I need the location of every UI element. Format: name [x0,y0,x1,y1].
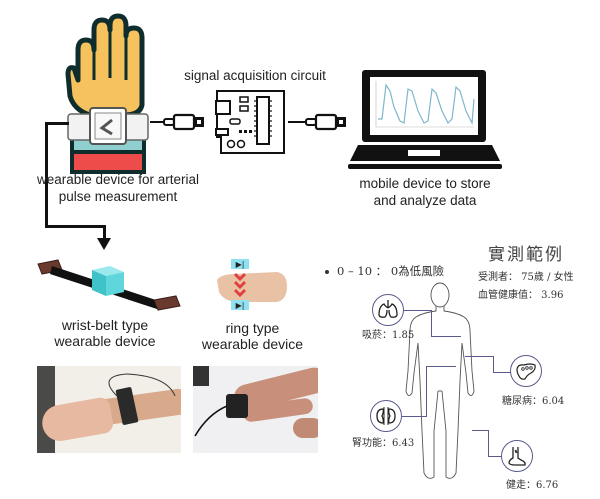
usb-cable-right-icon [288,113,346,131]
flow-line-top [45,122,69,125]
pulse-waveform [378,83,475,126]
wrist-belt-label-line2: wearable device [54,333,156,349]
kidneys-icon-circle [370,400,402,432]
pancreas-icon-circle [510,355,542,387]
mobile-label-line2: and analyze data [373,193,477,208]
lungs-icon-circle [372,294,404,326]
laptop-icon [348,70,502,169]
risk-scale-note: 0 – 10 ： 0為低風險 [337,264,445,278]
organ-label-pancreas: 糖尿病：6.04 [502,396,565,407]
circuit-board-icon [215,90,285,154]
organ-label-lungs: 吸菸：1.85 [362,330,415,341]
flow-line-bottom [45,225,105,228]
kidneys-icon [376,407,396,425]
organ-label-kidneys: 腎功能：6.43 [352,438,415,449]
wearable-label-line1: wearable device for arterial [36,172,200,187]
ring-device-illustration: ▶| ▶| [217,259,287,310]
usb-cable-left-icon [150,113,204,131]
human-body-outline [405,282,475,479]
wrist-belt-label-line1: wrist-belt type [61,317,149,333]
organ-label-foot: 健走：6.76 [506,480,559,491]
example-title: 實測範例 [488,245,564,265]
foot-icon-circle [501,440,533,472]
mobile-label-line1: mobile device to store [359,176,491,191]
flow-line-drop [103,225,106,239]
subject-info: 受測者： 75歲 / 女性 [478,272,574,283]
lungs-icon [378,300,398,318]
wearable-label-line2: pulse measurement [58,189,178,204]
ring-label-line1: ring type [225,320,280,336]
arrow-down-icon [97,238,111,250]
ring-device-photo [193,366,318,453]
hand-wearable-illustration [65,13,149,174]
ring-label-line2: wearable device [201,336,304,352]
wrist-belt-photo [37,366,181,453]
vascular-health-value: 血管健康值： 3.96 [478,290,564,301]
circuit-label: signal acquisition circuit [184,68,326,83]
bullet-icon [325,270,329,274]
pancreas-icon [516,363,536,380]
svg-text:▶|: ▶| [236,301,245,310]
foot-icon [508,447,526,466]
svg-text:▶|: ▶| [236,260,245,269]
flow-line-vertical [45,122,48,228]
wrist-belt-device-illustration [37,259,181,311]
